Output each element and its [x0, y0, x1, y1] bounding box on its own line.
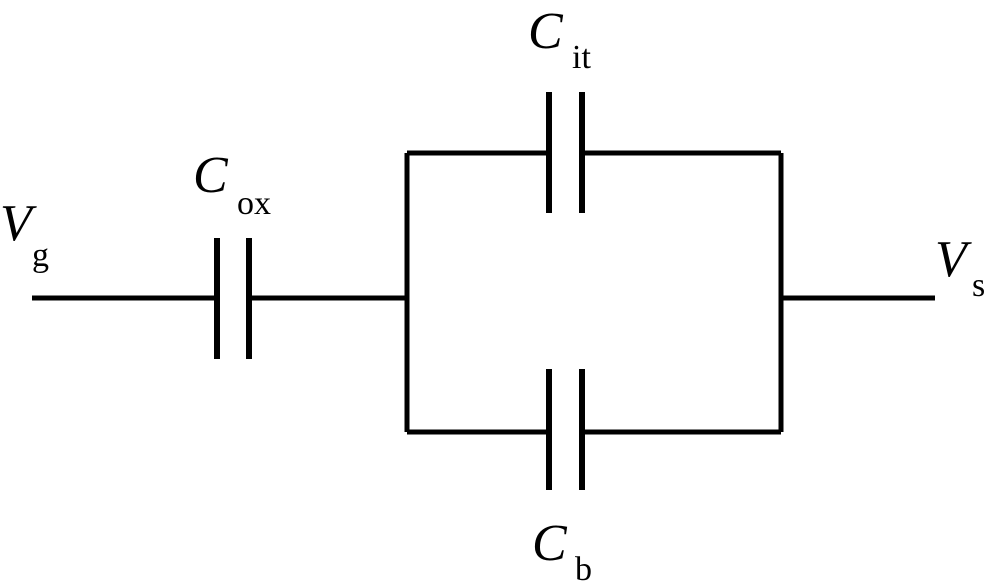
- label-cox-symbol: C: [193, 147, 229, 204]
- label-vs: V s: [935, 231, 985, 304]
- label-cox-subscript: ox: [237, 185, 271, 222]
- capacitor-cb: [546, 369, 585, 490]
- label-vg-symbol: V: [0, 195, 37, 252]
- label-cb: C b: [532, 515, 592, 584]
- label-vs-symbol: V: [935, 231, 972, 288]
- label-cit-subscript: it: [572, 39, 591, 76]
- label-cit-symbol: C: [528, 3, 564, 60]
- label-cb-subscript: b: [575, 551, 592, 584]
- capacitor-cox: [214, 238, 252, 359]
- label-cox: C ox: [193, 147, 271, 222]
- label-vg: V g: [0, 195, 49, 274]
- label-cit: C it: [528, 3, 591, 76]
- wires: [32, 150, 935, 435]
- label-vg-subscript: g: [32, 237, 49, 274]
- label-cb-symbol: C: [532, 515, 568, 572]
- label-vs-subscript: s: [972, 267, 985, 304]
- capacitor-cit: [546, 92, 585, 213]
